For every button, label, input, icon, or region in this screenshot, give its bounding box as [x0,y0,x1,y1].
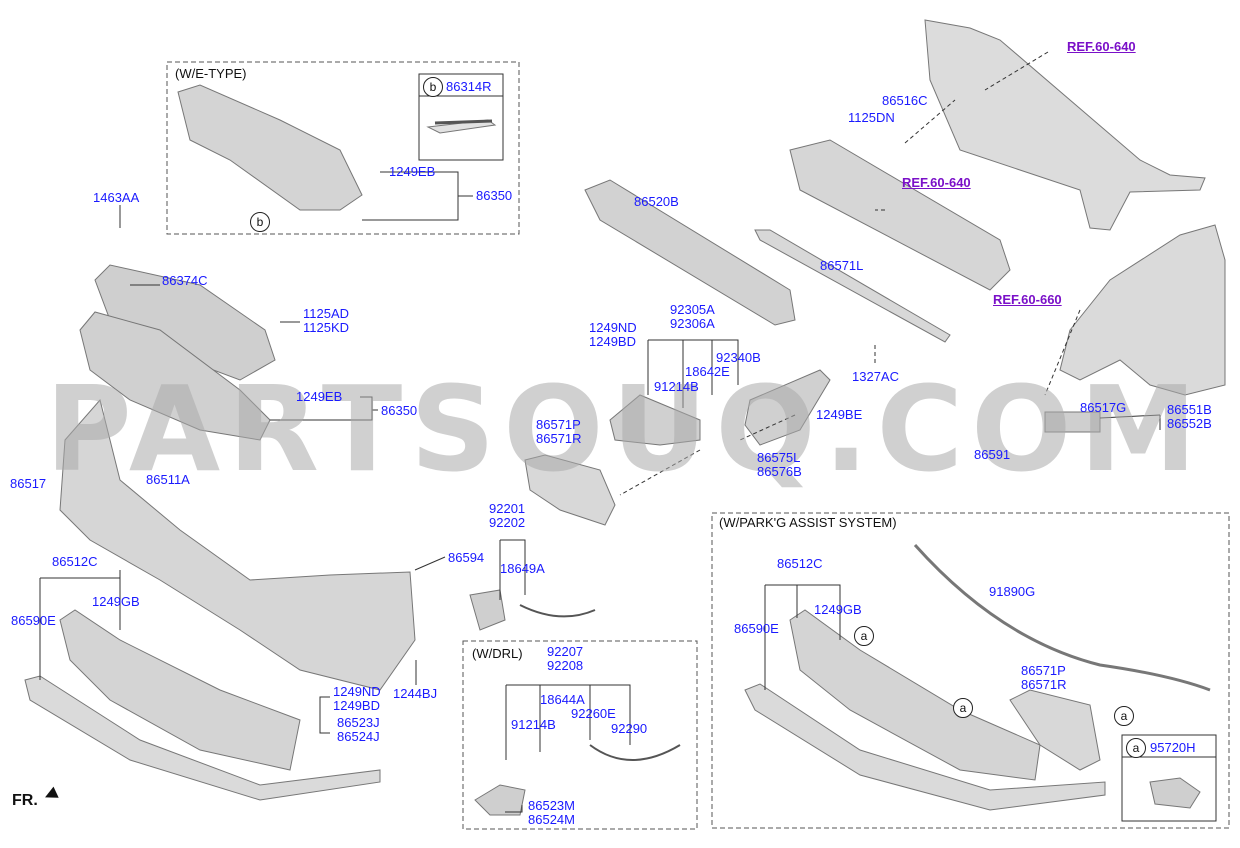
part-label[interactable]: 86374C [162,273,208,288]
part-label[interactable]: 18642E [685,364,730,379]
part-label[interactable]: 91214B [654,379,699,394]
part-label[interactable]: 1463AA [93,190,140,205]
part-label[interactable]: 1125KD [303,320,350,335]
parking-box [711,512,1230,829]
front-indicator: FR. [12,792,38,809]
drl-box-title: (W/DRL) [472,646,523,661]
callout-part-95720H[interactable]: 95720H [1150,740,1196,755]
marker-b: b [250,212,270,232]
part-label[interactable]: 92290 [611,721,648,736]
part-label[interactable]: 1249ND [333,684,381,699]
part-label[interactable]: 92201 [489,501,526,516]
e-type-box-title: (W/E-TYPE) [175,66,247,81]
part-label[interactable]: 86590E [11,613,56,628]
part-label[interactable]: 1327AC [852,369,899,384]
part-label[interactable]: 1125DN [848,110,895,125]
bumper-beam-shape [789,139,1011,291]
part-label[interactable]: 1249BD [589,334,636,349]
part-label[interactable]: 18649A [500,561,545,576]
drl-box [462,640,698,830]
part-label[interactable]: 92208 [547,658,584,673]
part-label[interactable]: 86524J [337,729,380,744]
callout-part-86314R[interactable]: 86314R [446,79,492,94]
part-label[interactable]: 92260E [571,706,616,721]
part-label[interactable]: 86350 [476,188,513,203]
part-label[interactable]: 86512C [52,554,98,569]
part-label[interactable]: 86594 [448,550,485,565]
b-callout-box [418,73,504,161]
part-label[interactable]: 91890G [989,584,1036,599]
marker-a: a [854,626,874,646]
part-label[interactable]: 86576B [757,464,802,479]
part-label[interactable]: 86571R [1021,677,1067,692]
parking-box-title: (W/PARK'G ASSIST SYSTEM) [719,515,897,530]
part-label[interactable]: 92207 [547,644,584,659]
part-label[interactable]: 92305A [670,302,715,317]
drl-lamp-shape [524,454,616,526]
part-label[interactable]: 86552B [1167,416,1212,431]
part-label[interactable]: 86523M [528,798,575,813]
grille-shape [79,311,271,441]
part-label[interactable]: 86571P [1021,663,1066,678]
fender-shape [1059,224,1226,396]
a-callout-box [1121,734,1217,822]
callout-marker-b: b [423,77,443,97]
part-label[interactable]: 86516C [882,93,928,108]
part-label[interactable]: 86520B [634,194,679,209]
part-label[interactable]: 86590E [734,621,779,636]
part-label[interactable]: 86571L [820,258,864,273]
part-label[interactable]: 92202 [489,515,526,530]
absorber-shape [584,179,796,326]
part-label[interactable]: 1125AD [303,306,350,321]
part-label[interactable]: 86350 [381,403,418,418]
part-label[interactable]: 1249EB [389,164,436,179]
part-label[interactable]: 86575L [757,450,801,465]
part-label[interactable]: 1249BD [333,698,380,713]
lower-grille-shape [59,609,301,771]
part-label[interactable]: 92306A [670,316,715,331]
part-label[interactable]: 91214B [511,717,556,732]
marker-a: a [1114,706,1134,726]
part-label[interactable]: 86523J [337,715,380,730]
part-label[interactable]: 86591 [974,447,1011,462]
part-label[interactable]: 86571P [536,417,581,432]
part-label[interactable]: 86571R [536,431,582,446]
grille-etype-shape [177,84,363,211]
part-label[interactable]: 86517G [1080,400,1127,415]
part-label[interactable]: 86551B [1167,402,1212,417]
reference-link[interactable]: REF.60-660 [993,292,1062,307]
part-label[interactable]: 1249EB [296,389,343,404]
part-label[interactable]: 1249GB [92,594,140,609]
part-label[interactable]: 1249BE [816,407,863,422]
part-label[interactable]: 86524M [528,812,575,827]
part-label[interactable]: 18644A [540,692,585,707]
part-label[interactable]: 86511A [146,472,190,487]
part-label[interactable]: 86512C [777,556,823,571]
part-label[interactable]: 1244BJ [393,686,438,701]
bumper-cover-shape [59,398,416,691]
part-label[interactable]: 86517 [10,476,47,491]
reference-link[interactable]: REF.60-640 [902,175,971,190]
e-type-box [166,61,520,235]
reference-link[interactable]: REF.60-640 [1067,39,1136,54]
part-label[interactable]: 1249GB [814,602,862,617]
part-label[interactable]: 1249ND [589,320,637,335]
callout-marker-a: a [1126,738,1146,758]
part-label[interactable]: 92340B [716,350,761,365]
marker-a: a [953,698,973,718]
carrier-shape [924,19,1206,231]
